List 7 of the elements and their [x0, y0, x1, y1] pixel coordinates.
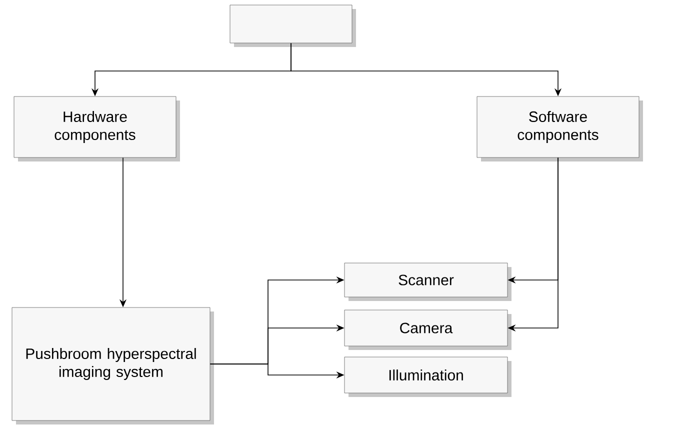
process-box: Hardware components: [14, 96, 180, 162]
process-box: Scanner: [344, 262, 512, 301]
process-box: Pushbroom hyperspectral imaging system: [12, 307, 214, 424]
process-box: [230, 4, 356, 47]
process-box: Illumination: [344, 356, 512, 397]
process-box: Software components: [476, 96, 643, 162]
process-box: Camera: [344, 310, 512, 350]
